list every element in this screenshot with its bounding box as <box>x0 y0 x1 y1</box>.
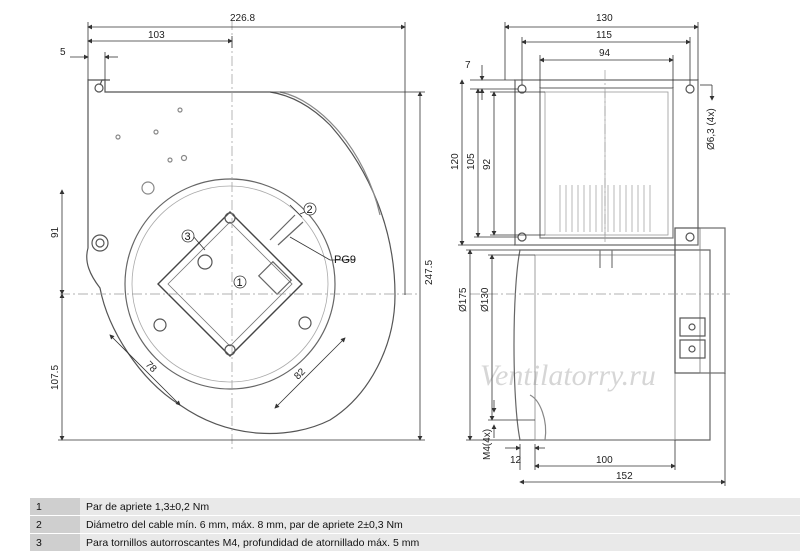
front-view <box>86 79 396 435</box>
dim-overall-height: 247.5 <box>424 260 435 285</box>
legend-row: 1 Par de apriete 1,3±0,2 Nm <box>30 498 800 516</box>
dim-overall-width: 226.8 <box>230 13 255 24</box>
legend-text: Diámetro del cable mín. 6 mm, máx. 8 mm,… <box>80 515 800 534</box>
dim-bottom-12: 12 <box>510 455 522 466</box>
dim-square-side-a: 78 <box>143 359 159 375</box>
dim-side-top: 7 <box>465 60 471 71</box>
dim-side-h105: 105 <box>466 153 477 170</box>
dim-screw: M4(4x) <box>482 429 493 460</box>
dim-height-lower: 107.5 <box>50 365 61 390</box>
motor-plate <box>157 211 303 357</box>
dim-side-h120: 120 <box>450 153 461 170</box>
legend-text: Para tornillos autorroscantes M4, profun… <box>80 533 800 552</box>
callout-2: 2 <box>307 204 313 216</box>
dim-side-width-total: 130 <box>596 13 613 24</box>
dim-height-upper: 91 <box>50 226 61 238</box>
legend-number: 1 <box>30 498 80 516</box>
dim-side-width-holes: 115 <box>596 30 612 41</box>
dim-left-edge: 5 <box>60 47 66 58</box>
legend-number: 2 <box>30 515 80 534</box>
dim-hole-diameter: Ø6,3 (4x) <box>706 108 717 150</box>
dim-dia-175: Ø175 <box>458 287 469 312</box>
dim-square-side-b: 82 <box>292 366 308 382</box>
legend-table: 1 Par de apriete 1,3±0,2 Nm 2 Diámetro d… <box>30 498 800 552</box>
watermark: Ventilatorry.ru <box>480 359 656 392</box>
dim-flange-offset: 103 <box>148 30 165 41</box>
callout-pg9: PG9 <box>334 254 356 266</box>
dim-bottom-152: 152 <box>616 471 633 482</box>
callout-3: 3 <box>185 231 191 243</box>
dim-side-width-inner: 94 <box>599 48 611 59</box>
legend-row: 2 Diámetro del cable mín. 6 mm, máx. 8 m… <box>30 515 800 534</box>
legend-row: 3 Para tornillos autorroscantes M4, prof… <box>30 533 800 552</box>
housing-outline <box>86 79 396 435</box>
legend-text: Par de apriete 1,3±0,2 Nm <box>80 498 800 516</box>
dim-bottom-100: 100 <box>596 455 613 466</box>
outlet-flange <box>514 79 699 246</box>
dim-side-h92: 92 <box>482 158 493 170</box>
legend-number: 3 <box>30 533 80 552</box>
dim-dia-130: Ø130 <box>480 287 491 312</box>
technical-drawing: Ventilatorry.ru <box>50 13 730 486</box>
callout-1: 1 <box>237 277 243 289</box>
